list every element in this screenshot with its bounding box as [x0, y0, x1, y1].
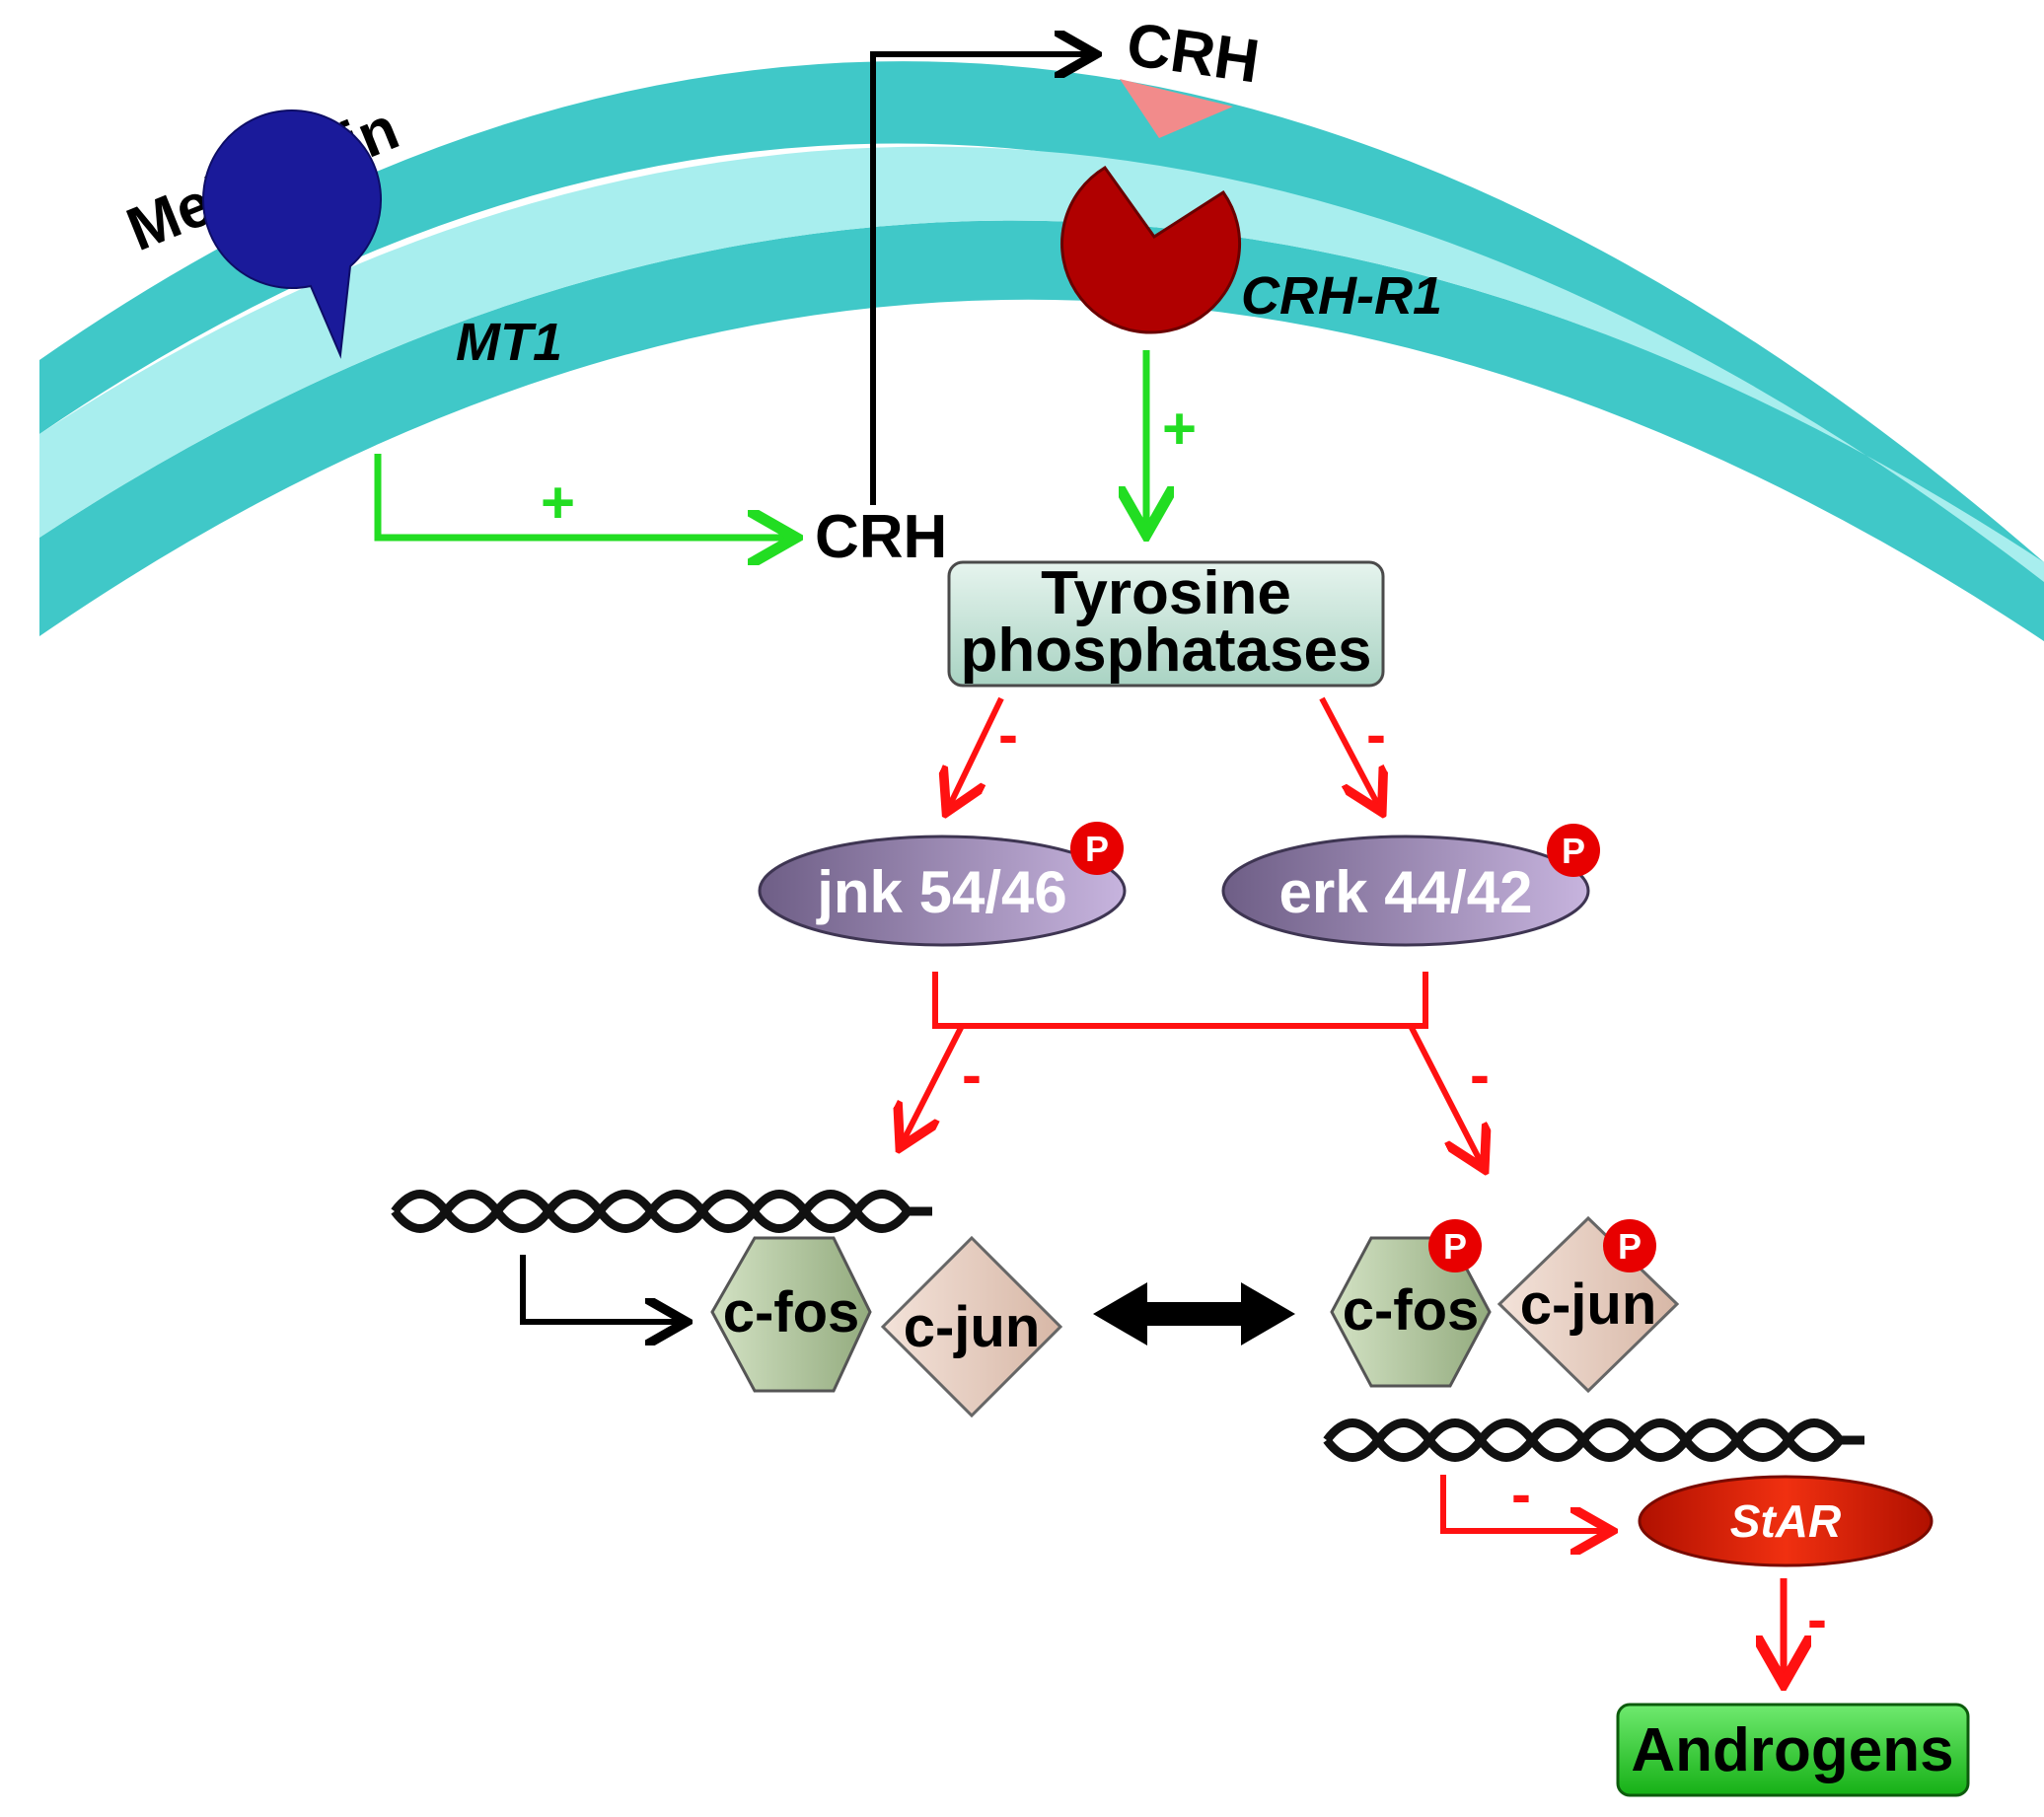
dna-to-star-sign: -: [1511, 1461, 1531, 1527]
kinase-bracket: [932, 972, 1428, 1029]
dna-to-star-arrow: [1440, 1475, 1606, 1531]
star-to-androgens-sign: -: [1807, 1586, 1827, 1652]
androgens-label: Androgens: [1631, 1716, 1953, 1784]
cfos-right-label: c-fos: [1343, 1278, 1480, 1343]
jnk-label: jnk 54/46: [816, 859, 1067, 925]
to-right-complex-arrow: [1408, 1024, 1482, 1164]
to-left-complex-sign: -: [962, 1042, 982, 1108]
jnk-phospho-badge: [1070, 822, 1124, 875]
androgens-node: Androgens: [1616, 1703, 1970, 1797]
cell-membrane: [39, 61, 2044, 641]
cfos-right-node: c-fos P: [1330, 1219, 1492, 1388]
erk-phospho-badge: [1547, 824, 1600, 877]
crhr1-to-tyrosine-sign: +: [1162, 396, 1197, 462]
to-right-complex-sign: -: [1470, 1042, 1490, 1108]
tyrosine-label-line1: Tyrosine: [1041, 559, 1291, 627]
crh-secretion-arrow: [870, 54, 1090, 505]
star-node: StAR: [1638, 1475, 1934, 1567]
erk-phospho-label: P: [1562, 831, 1585, 871]
erk-label: erk 44/42: [1279, 859, 1533, 925]
cjun-right-node: c-jun P: [1496, 1215, 1680, 1394]
mt1-to-crh-arrow: [374, 454, 789, 538]
erk-node: erk 44/42 P: [1221, 824, 1600, 947]
tyrosine-phosphatases-node: Tyrosine phosphatases: [947, 559, 1385, 688]
tyrosine-to-jnk-sign: -: [998, 701, 1018, 767]
crh-ligand: [1120, 79, 1233, 138]
cfos-left-node: c-fos: [710, 1236, 872, 1393]
to-left-complex-arrow: [903, 1024, 965, 1142]
jnk-node: jnk 54/46 P: [758, 822, 1127, 947]
mt1-to-crh-sign: +: [541, 470, 575, 536]
dna-to-left-complex-arrow: [520, 1255, 681, 1322]
dna-left: [391, 1190, 932, 1233]
cfos-right-phospho-label: P: [1443, 1226, 1467, 1267]
dna-right: [1323, 1418, 1864, 1462]
cjun-left-node: c-jun: [880, 1235, 1063, 1418]
mt1-receptor: [202, 109, 382, 359]
cfos-right-phospho-badge: [1428, 1219, 1482, 1272]
mt1-label: MT1: [456, 313, 562, 372]
cjun-right-label: c-jun: [1520, 1272, 1657, 1337]
tyrosine-to-erk-arrow: [1319, 696, 1379, 807]
star-label: StAR: [1730, 1495, 1841, 1547]
crh-secreted-label: CRH: [1123, 11, 1264, 97]
cfos-left-label: c-fos: [723, 1280, 860, 1345]
tyrosine-to-jnk-arrow: [949, 696, 1004, 807]
cjun-right-phospho-badge: [1603, 1219, 1656, 1272]
jnk-phospho-label: P: [1085, 829, 1109, 869]
crh-r1-receptor: [1060, 165, 1242, 334]
tyrosine-label-line2: phosphatases: [961, 617, 1372, 685]
tyrosine-to-erk-sign: -: [1366, 701, 1386, 767]
cjun-right-phospho-label: P: [1618, 1226, 1642, 1267]
crh-r1-label: CRH-R1: [1241, 266, 1442, 326]
crh-internal-label: CRH: [815, 503, 947, 571]
cjun-left-label: c-jun: [904, 1295, 1041, 1359]
double-headed-arrow: [1093, 1282, 1295, 1345]
